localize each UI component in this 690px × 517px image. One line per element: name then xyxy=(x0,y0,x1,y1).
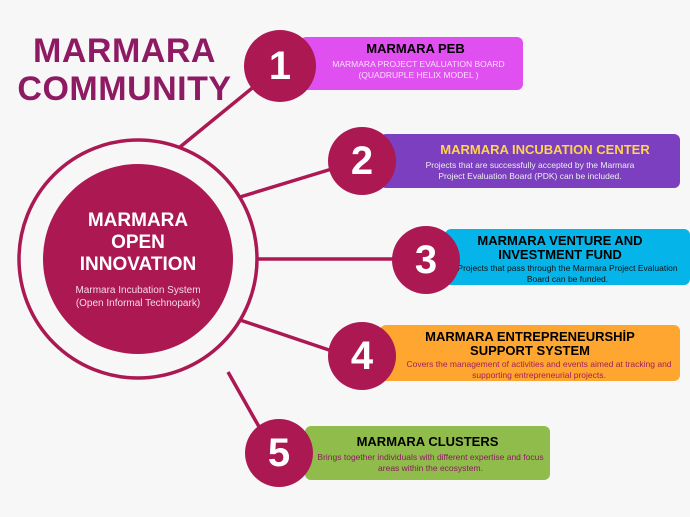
center-circle xyxy=(43,164,233,354)
item-card-5: MARMARA CLUSTERS Brings together individ… xyxy=(305,426,550,480)
item-card-3: MARMARA VENTURE AND INVESTMENT FUND Proj… xyxy=(445,229,690,285)
item-desc: MARMARA PROJECT EVALUATION BOARD (QUADRU… xyxy=(332,59,505,80)
center-hub: MARMARA OPEN INNOVATION Marmara Incubati… xyxy=(43,165,233,355)
item-desc: Brings together individuals with differe… xyxy=(317,452,544,473)
item-title: MARMARA INCUBATION CENTER xyxy=(440,142,650,157)
center-heading-line: OPEN xyxy=(111,232,165,253)
item-card-4: MARMARA ENTREPRENEURSHİP SUPPORT SYSTEM … xyxy=(380,325,680,381)
center-heading-line: INNOVATION xyxy=(79,254,197,275)
item-title: MARMARA CLUSTERS xyxy=(356,434,499,449)
connector-4 xyxy=(239,318,336,354)
connector-5 xyxy=(226,371,264,433)
item-desc: Projects that pass through the Marmara P… xyxy=(457,263,678,284)
connector-1 xyxy=(178,78,264,149)
number-badge-3: 3 xyxy=(392,226,460,294)
center-subtitle: Marmara Incubation System (Open Informal… xyxy=(43,284,233,310)
outer-ring xyxy=(17,138,259,380)
item-title: MARMARA VENTURE AND INVESTMENT FUND xyxy=(477,233,643,262)
item-card-1: MARMARA PEB MARMARA PROJECT EVALUATION B… xyxy=(300,37,523,90)
page-title: MARMARA COMMUNITY xyxy=(12,32,237,108)
item-card-2: MARMARA INCUBATION CENTER Projects that … xyxy=(380,134,680,188)
center-heading: MARMARA OPEN INNOVATION xyxy=(43,210,233,276)
item-desc: Covers the management of activities and … xyxy=(406,359,672,380)
number-badge-2: 2 xyxy=(328,127,396,195)
item-title: MARMARA ENTREPRENEURSHİP SUPPORT SYSTEM xyxy=(425,329,635,358)
item-desc: Projects that are successfully accepted … xyxy=(425,160,635,181)
number-badge-5: 5 xyxy=(245,419,313,487)
number-badge-4: 4 xyxy=(328,322,396,390)
item-title: MARMARA PEB xyxy=(366,41,465,56)
connector-2 xyxy=(239,166,336,199)
title-line: COMMUNITY xyxy=(17,70,232,108)
number-badge-1: 1 xyxy=(244,30,316,102)
center-subtitle-line: (Open Informal Technopark) xyxy=(75,298,201,309)
center-heading-line: MARMARA xyxy=(87,210,189,231)
center-subtitle-line: Marmara Incubation System xyxy=(75,285,201,296)
title-line: MARMARA xyxy=(33,32,216,70)
